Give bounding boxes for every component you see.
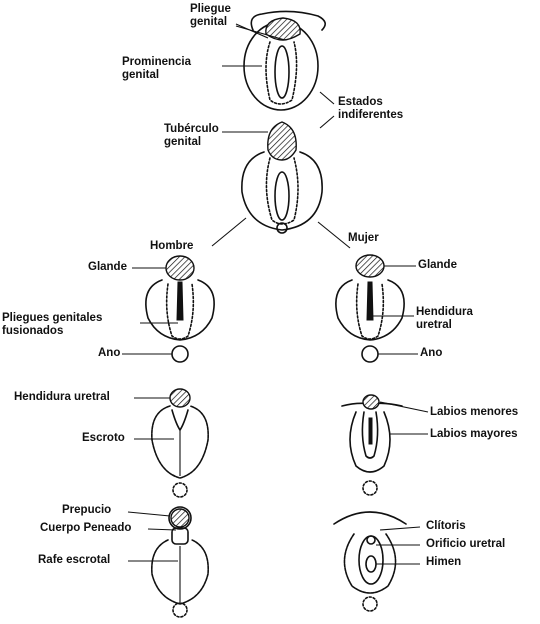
label-glande-male: Glande	[88, 261, 127, 273]
label-pliegues-fusionados: Pliegues genitales fusionados	[2, 312, 103, 337]
female-stage-1	[335, 254, 405, 363]
label-prominencia-genital: Prominencia genital	[122, 56, 192, 81]
female-stage-3	[333, 511, 407, 612]
label-hombre: Hombre	[150, 240, 194, 252]
female-stage-2	[341, 394, 403, 496]
leader-lines	[122, 23, 429, 565]
label-hendidura-uretral-female: Hendidura uretral	[416, 306, 473, 331]
label-pliegue-genital: Pliegue genital	[190, 3, 231, 28]
label-mujer: Mujer	[348, 232, 379, 244]
label-hendidura-uretral-male: Hendidura uretral	[14, 391, 110, 403]
label-himen: Himen	[426, 556, 462, 568]
indifferent-stage-1	[243, 10, 326, 111]
male-stage-1	[145, 255, 215, 363]
male-stage-2	[151, 388, 209, 498]
indifferent-stage-2	[241, 121, 323, 234]
label-labios-menores: Labios menores	[430, 406, 519, 418]
label-orificio-uretral: Orificio uretral	[426, 538, 506, 550]
label-prepucio: Prepucio	[62, 504, 112, 516]
label-cuerpo-peneado: Cuerpo Peneado	[40, 522, 132, 534]
label-estados-indiferentes: Estados indiferentes	[338, 96, 404, 121]
label-labios-mayores: Labios mayores	[430, 428, 518, 440]
label-tuberculo-genital: Tubérculo genital	[164, 123, 219, 148]
label-ano-female: Ano	[420, 347, 443, 359]
label-ano-male: Ano	[98, 347, 121, 359]
label-rafe-escrotal: Rafe escrotal	[38, 554, 111, 566]
label-escroto: Escroto	[82, 432, 125, 444]
male-stage-3	[151, 506, 209, 618]
label-clitoris: Clítoris	[426, 520, 466, 532]
label-glande-female: Glande	[418, 259, 457, 271]
